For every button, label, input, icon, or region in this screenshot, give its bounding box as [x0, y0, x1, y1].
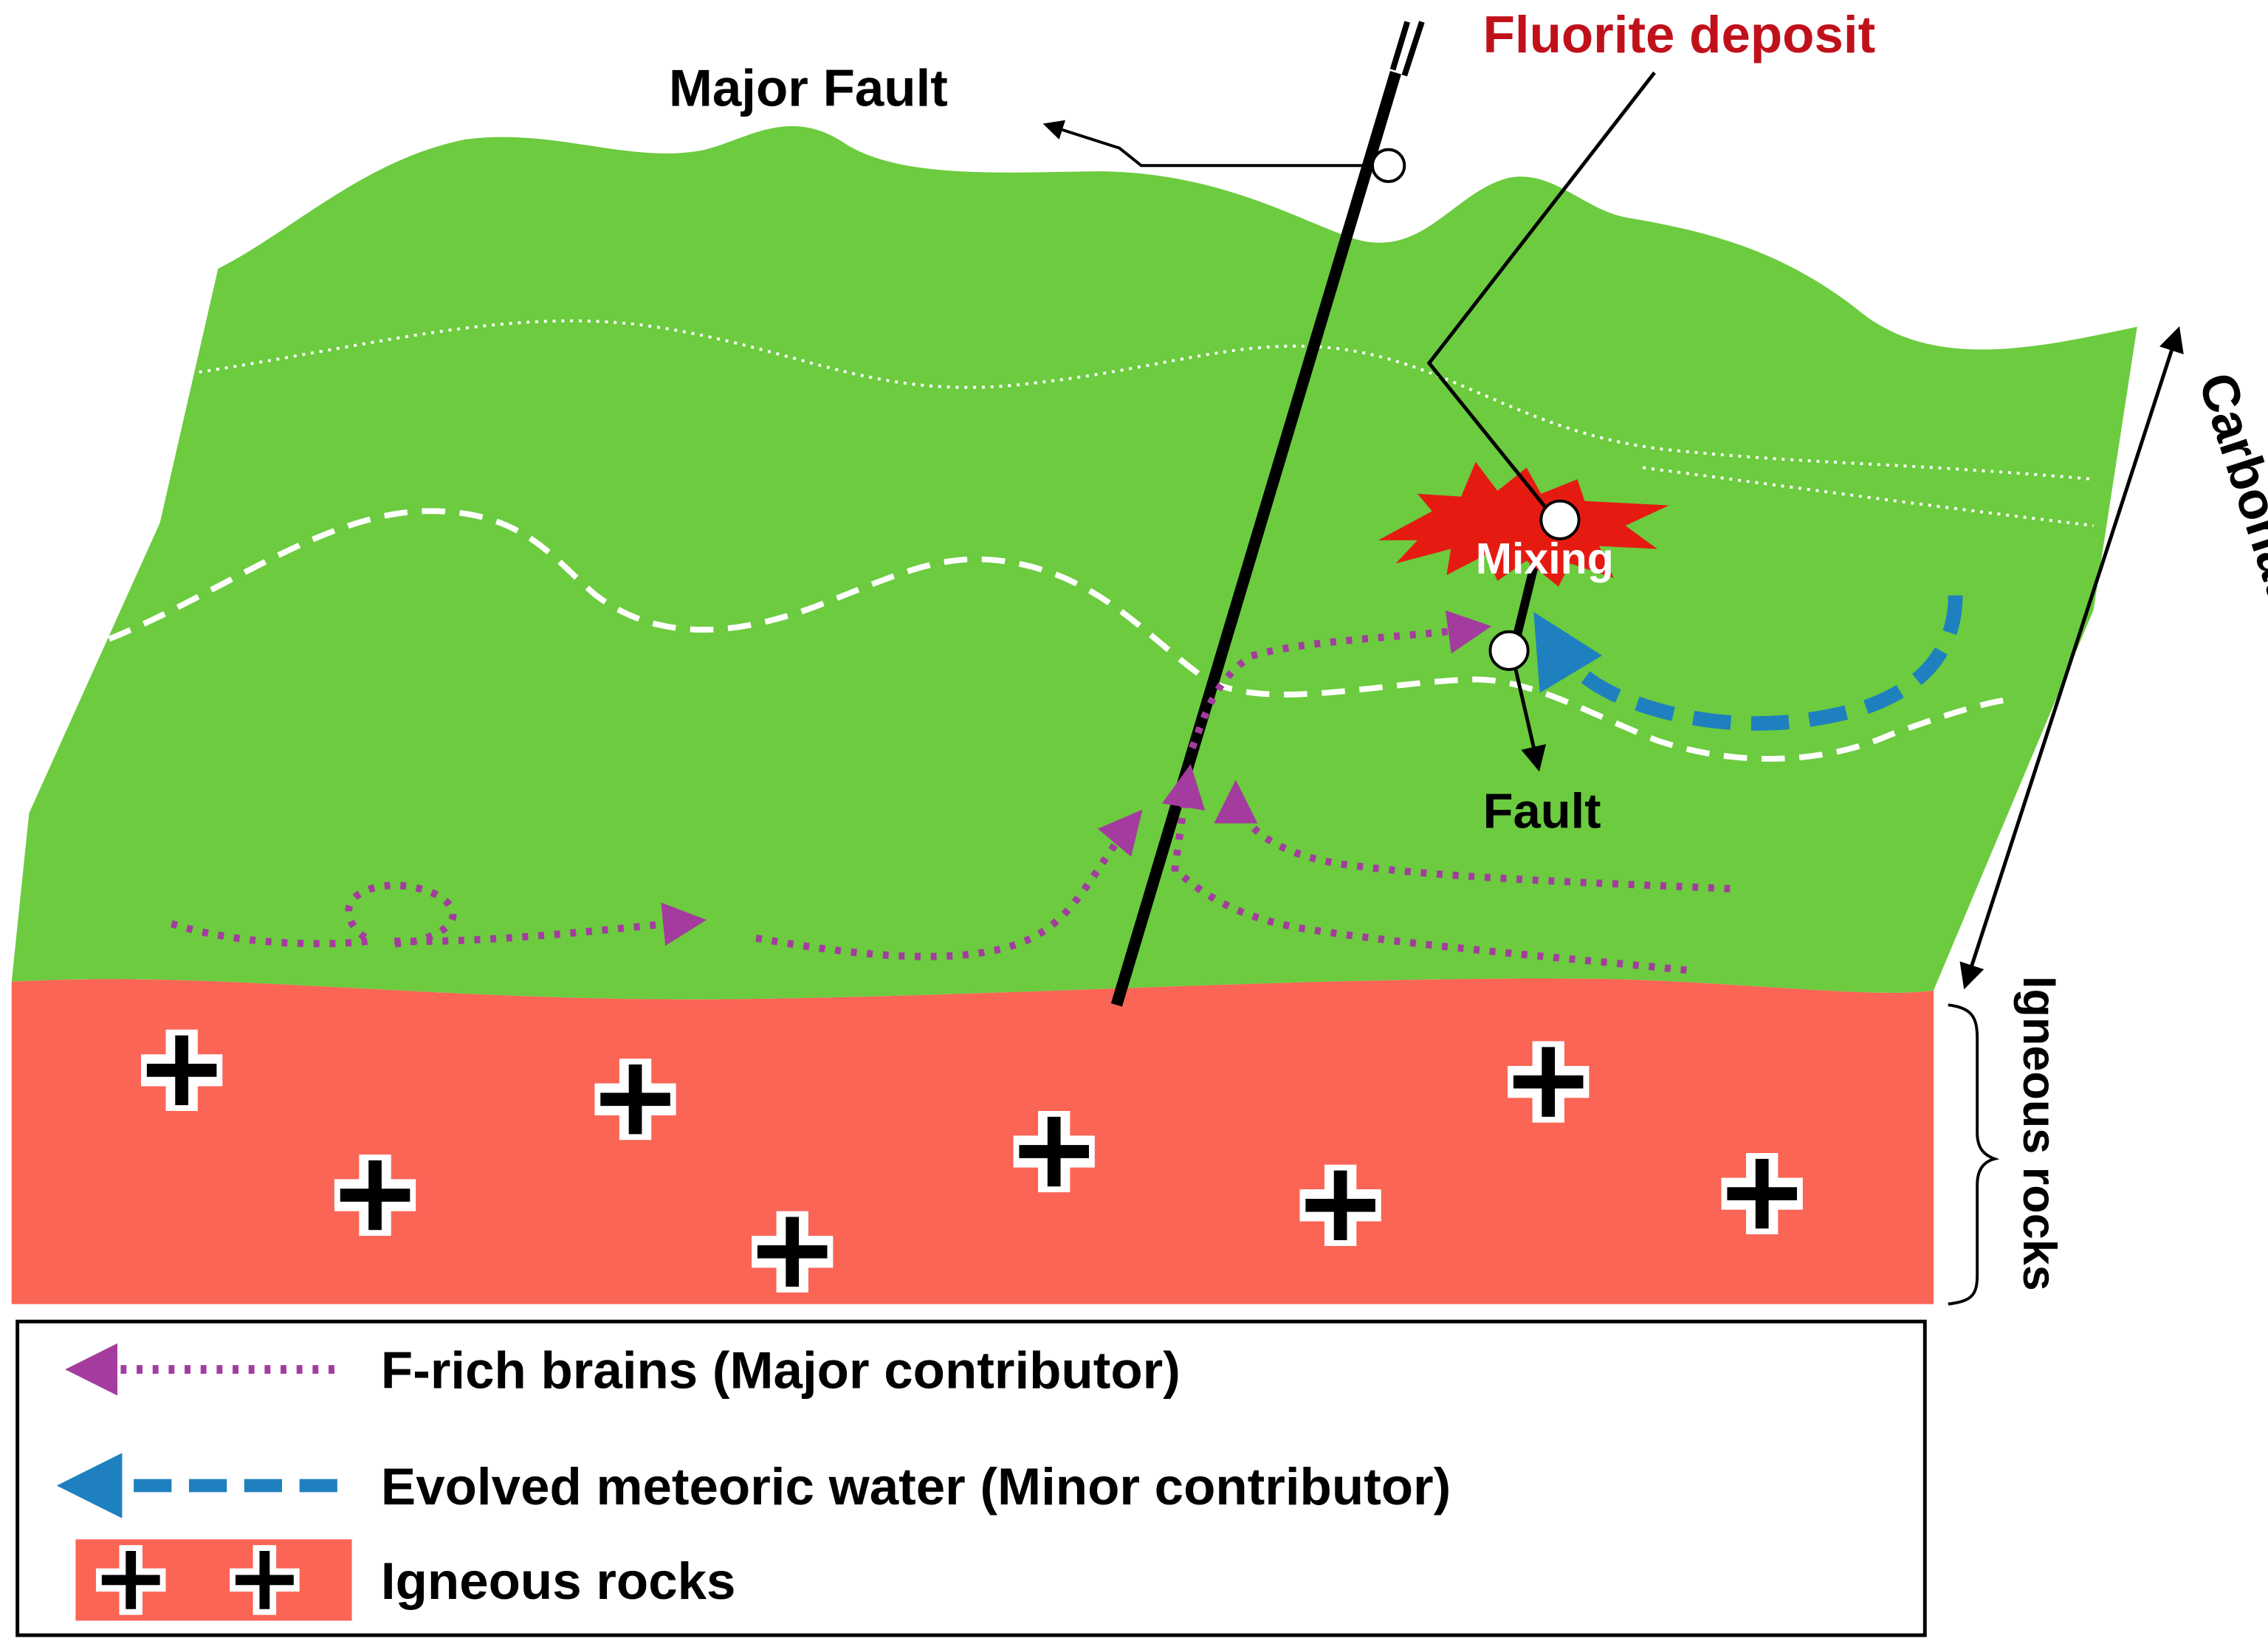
- carbonate-sequence-layer: [11, 125, 2137, 1000]
- legend-meteoric-label: Evolved meteoric water (Minor contributo…: [381, 1458, 1451, 1516]
- igneous-cross: [141, 1029, 223, 1111]
- carbonate-sequence-extent-arrow: [1959, 326, 2184, 990]
- igneous-cross: [1508, 1041, 1590, 1123]
- legend-igneous-label: Igneous rocks: [381, 1552, 736, 1611]
- igneous-cross: [752, 1211, 834, 1293]
- fluorite-deposit-marker: [1539, 499, 1581, 540]
- igneous-cross-symbols: [141, 1029, 1803, 1293]
- igneous-rock-layer: [11, 978, 1934, 1304]
- major-fault-label: Major Fault: [669, 60, 948, 118]
- fluorite-deposit-blob: [1378, 461, 1669, 587]
- mixing-label: Mixing: [1476, 534, 1614, 583]
- carbonate-sequence-label: Carbonate sequence: [2187, 366, 2268, 873]
- legend-igneous-cross: [230, 1545, 300, 1615]
- fluorite-deposit-leader: [1426, 71, 1656, 521]
- igneous-rocks-brace: [1948, 1003, 2000, 1306]
- igneous-rocks-side-label: Igneous rocks: [2013, 976, 2065, 1291]
- legend: F-rich brains (Major contributor) Evolve…: [16, 1319, 1927, 1637]
- igneous-cross: [1299, 1164, 1381, 1246]
- fault-label: Fault: [1483, 783, 1601, 839]
- igneous-cross: [594, 1059, 676, 1141]
- legend-box: [16, 1319, 1927, 1637]
- igneous-cross: [1721, 1153, 1803, 1235]
- fluorite-deposit-label: Fluorite deposit: [1483, 6, 1876, 64]
- fault-leader: [1510, 653, 1547, 772]
- major-fault-tick: [1389, 21, 1410, 71]
- fault-marker: [1488, 630, 1530, 671]
- legend-brine-label: F-rich brains (Major contributor): [381, 1342, 1181, 1400]
- f-rich-brine-flow-paths: [170, 610, 1731, 974]
- legend-igneous-cross: [95, 1545, 166, 1615]
- major-fault-line: [1110, 71, 1402, 1007]
- igneous-cross: [334, 1154, 416, 1236]
- igneous-cross: [1013, 1110, 1095, 1193]
- major-fault-marker: [1370, 148, 1406, 183]
- meteoric-water-flow-path: [1533, 595, 1963, 731]
- major-fault-leader: [1042, 120, 1389, 168]
- major-fault-tick: [1401, 21, 1425, 77]
